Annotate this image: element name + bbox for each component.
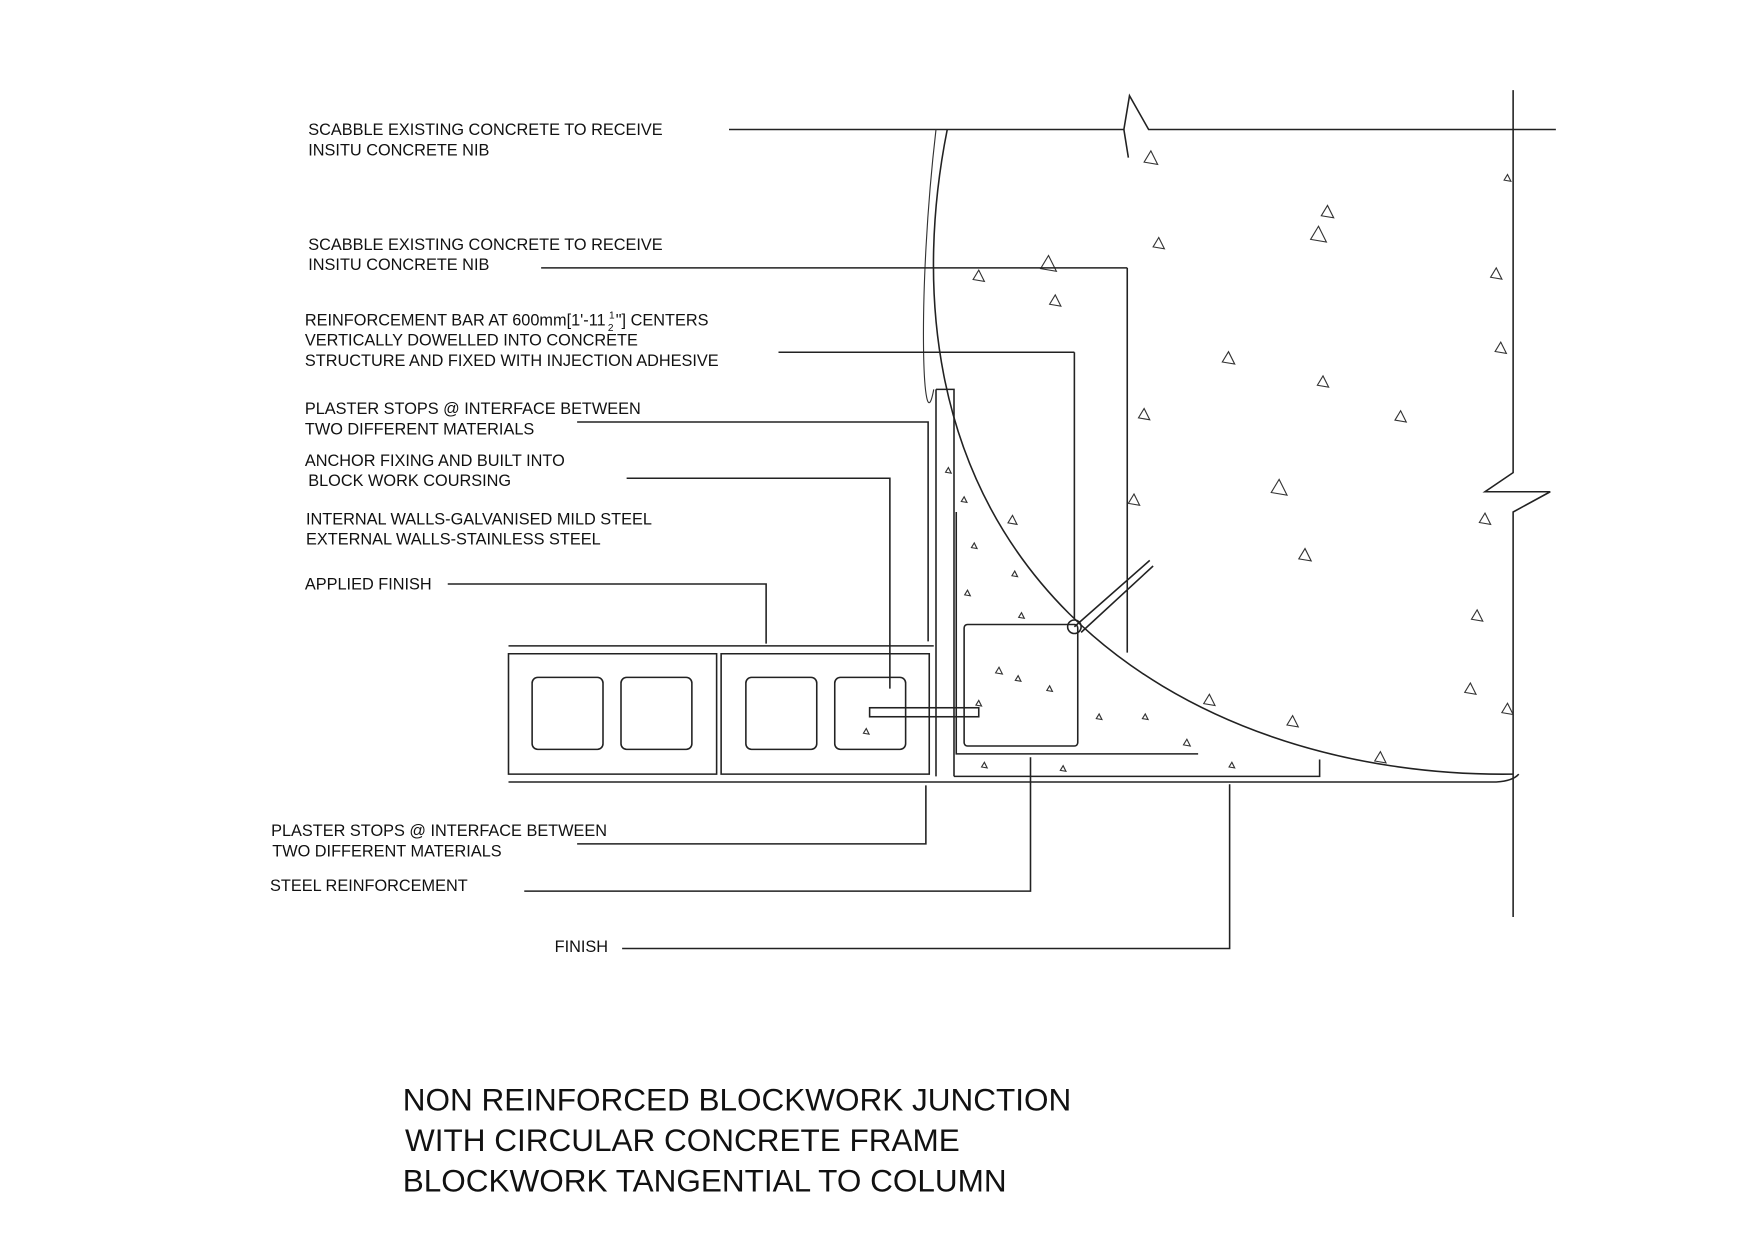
label-line: EXTERNAL WALLS-STAINLESS STEEL: [306, 531, 601, 549]
aggregate-mark: [1045, 684, 1054, 693]
label-line: SCABBLE EXISTING CONCRETE TO RECEIVE: [308, 236, 663, 254]
aggregate-mark: [1500, 702, 1515, 716]
aggregate-mark: [1463, 681, 1477, 695]
label-line: INSITU CONCRETE NIB: [308, 141, 489, 159]
aggregate-mark: [1470, 608, 1484, 622]
aggregate-mark: [960, 495, 968, 504]
label-line: SCABBLE EXISTING CONCRETE TO RECEIVE: [308, 121, 663, 139]
label-line: TWO DIFFERENT MATERIALS: [305, 420, 535, 438]
aggregate-mark: [980, 761, 989, 769]
label-line: VERTICALLY DOWELLED INTO CONCRETE: [305, 332, 638, 350]
drawing-title: NON REINFORCED BLOCKWORK JUNCTION WITH C…: [403, 1082, 1072, 1199]
aggregate-mark: [1221, 350, 1236, 365]
label-scabble-mid: SCABBLE EXISTING CONCRETE TO RECEIVE INS…: [308, 236, 663, 274]
label-line: INTERNAL WALLS-GALVANISED MILD STEEL: [306, 510, 652, 528]
label-anchor-fixing: ANCHOR FIXING AND BUILT INTO BLOCK WORK …: [305, 452, 565, 490]
aggregate-mark: [1059, 764, 1067, 773]
label-line: ANCHOR FIXING AND BUILT INTO: [305, 452, 565, 470]
aggregate-mark: [1048, 293, 1062, 307]
aggregate-mark: [1011, 569, 1019, 578]
aggregate-mark: [1309, 225, 1328, 243]
aggregate-mark: [1137, 407, 1151, 421]
aggregate-mark: [994, 666, 1004, 675]
label-line: INSITU CONCRETE NIB: [308, 256, 489, 274]
label-applied-finish: APPLIED FINISH: [305, 576, 432, 594]
aggregate-mark: [1182, 738, 1192, 747]
label-line: BLOCK WORK COURSING: [308, 472, 511, 490]
title-line: NON REINFORCED BLOCKWORK JUNCTION: [403, 1082, 1072, 1118]
aggregate-mark: [963, 589, 972, 597]
label-steel-reinforcement: STEEL REINFORCEMENT: [270, 877, 468, 895]
aggregate-mark: [1007, 514, 1018, 526]
title-line: WITH CIRCULAR CONCRETE FRAME: [405, 1122, 960, 1158]
aggregate-mark: [1014, 674, 1022, 683]
label-walls-note: INTERNAL WALLS-GALVANISED MILD STEEL EXT…: [306, 510, 652, 548]
title-line: BLOCKWORK TANGENTIAL TO COLUMN: [403, 1163, 1007, 1199]
aggregate-mark: [944, 466, 953, 474]
concrete-aggregate-hatch: [862, 149, 1515, 773]
label-plaster-stops-bottom: PLASTER STOPS @ INTERFACE BETWEEN TWO DI…: [271, 822, 607, 860]
label-line: PLASTER STOPS @ INTERFACE BETWEEN: [305, 400, 641, 418]
label-line: STRUCTURE AND FIXED WITH INJECTION ADHES…: [305, 352, 719, 370]
aggregate-mark: [1270, 478, 1288, 496]
aggregate-mark: [1017, 611, 1026, 620]
label-scabble-top: SCABBLE EXISTING CONCRETE TO RECEIVE INS…: [308, 121, 663, 159]
aggregate-mark: [862, 727, 871, 735]
aggregate-mark: [1394, 409, 1408, 423]
aggregate-mark: [1494, 340, 1508, 355]
concrete-nib: [935, 267, 1321, 778]
column-outline: [729, 90, 1556, 917]
aggregate-mark: [1297, 547, 1313, 562]
aggregate-mark: [975, 699, 983, 707]
aggregate-mark: [1095, 712, 1103, 721]
aggregate-mark: [1320, 204, 1335, 219]
aggregate-mark: [970, 541, 979, 550]
aggregate-mark: [1286, 714, 1300, 728]
aggregate-mark: [1489, 266, 1503, 280]
aggregate-mark: [1039, 254, 1058, 272]
label-finish: FINISH: [555, 938, 608, 956]
aggregate-mark: [1141, 712, 1150, 721]
aggregate-mark: [1228, 761, 1236, 769]
aggregate-mark: [1373, 750, 1387, 764]
leader-lines: [447, 267, 1231, 950]
steel-reinforcement: [868, 512, 1199, 755]
aggregate-mark: [1478, 511, 1492, 526]
aggregate-mark: [1316, 374, 1330, 388]
aggregate-mark: [1202, 693, 1216, 707]
aggregate-mark: [1503, 173, 1512, 182]
label-plaster-stops-top: PLASTER STOPS @ INTERFACE BETWEEN TWO DI…: [305, 400, 641, 438]
aggregate-mark: [1127, 492, 1141, 506]
aggregate-mark: [1143, 149, 1159, 166]
label-line: PLASTER STOPS @ INTERFACE BETWEEN: [271, 822, 607, 840]
blockwork-wall: [507, 645, 1520, 783]
label-line: TWO DIFFERENT MATERIALS: [272, 842, 502, 860]
aggregate-mark: [972, 268, 986, 283]
aggregate-mark: [1152, 236, 1166, 250]
